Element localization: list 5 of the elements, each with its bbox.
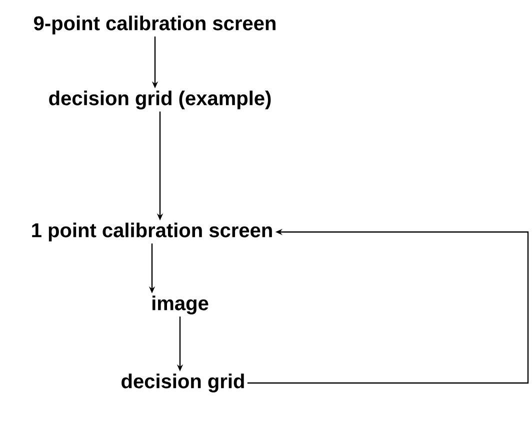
label-text: decision grid (example) [49,90,271,110]
label-text: 1 point calibration screen [32,222,272,242]
label-text: image [152,296,208,314]
label-text: decision grid [122,374,244,392]
label-text: 9-point calibration screen [34,16,276,34]
